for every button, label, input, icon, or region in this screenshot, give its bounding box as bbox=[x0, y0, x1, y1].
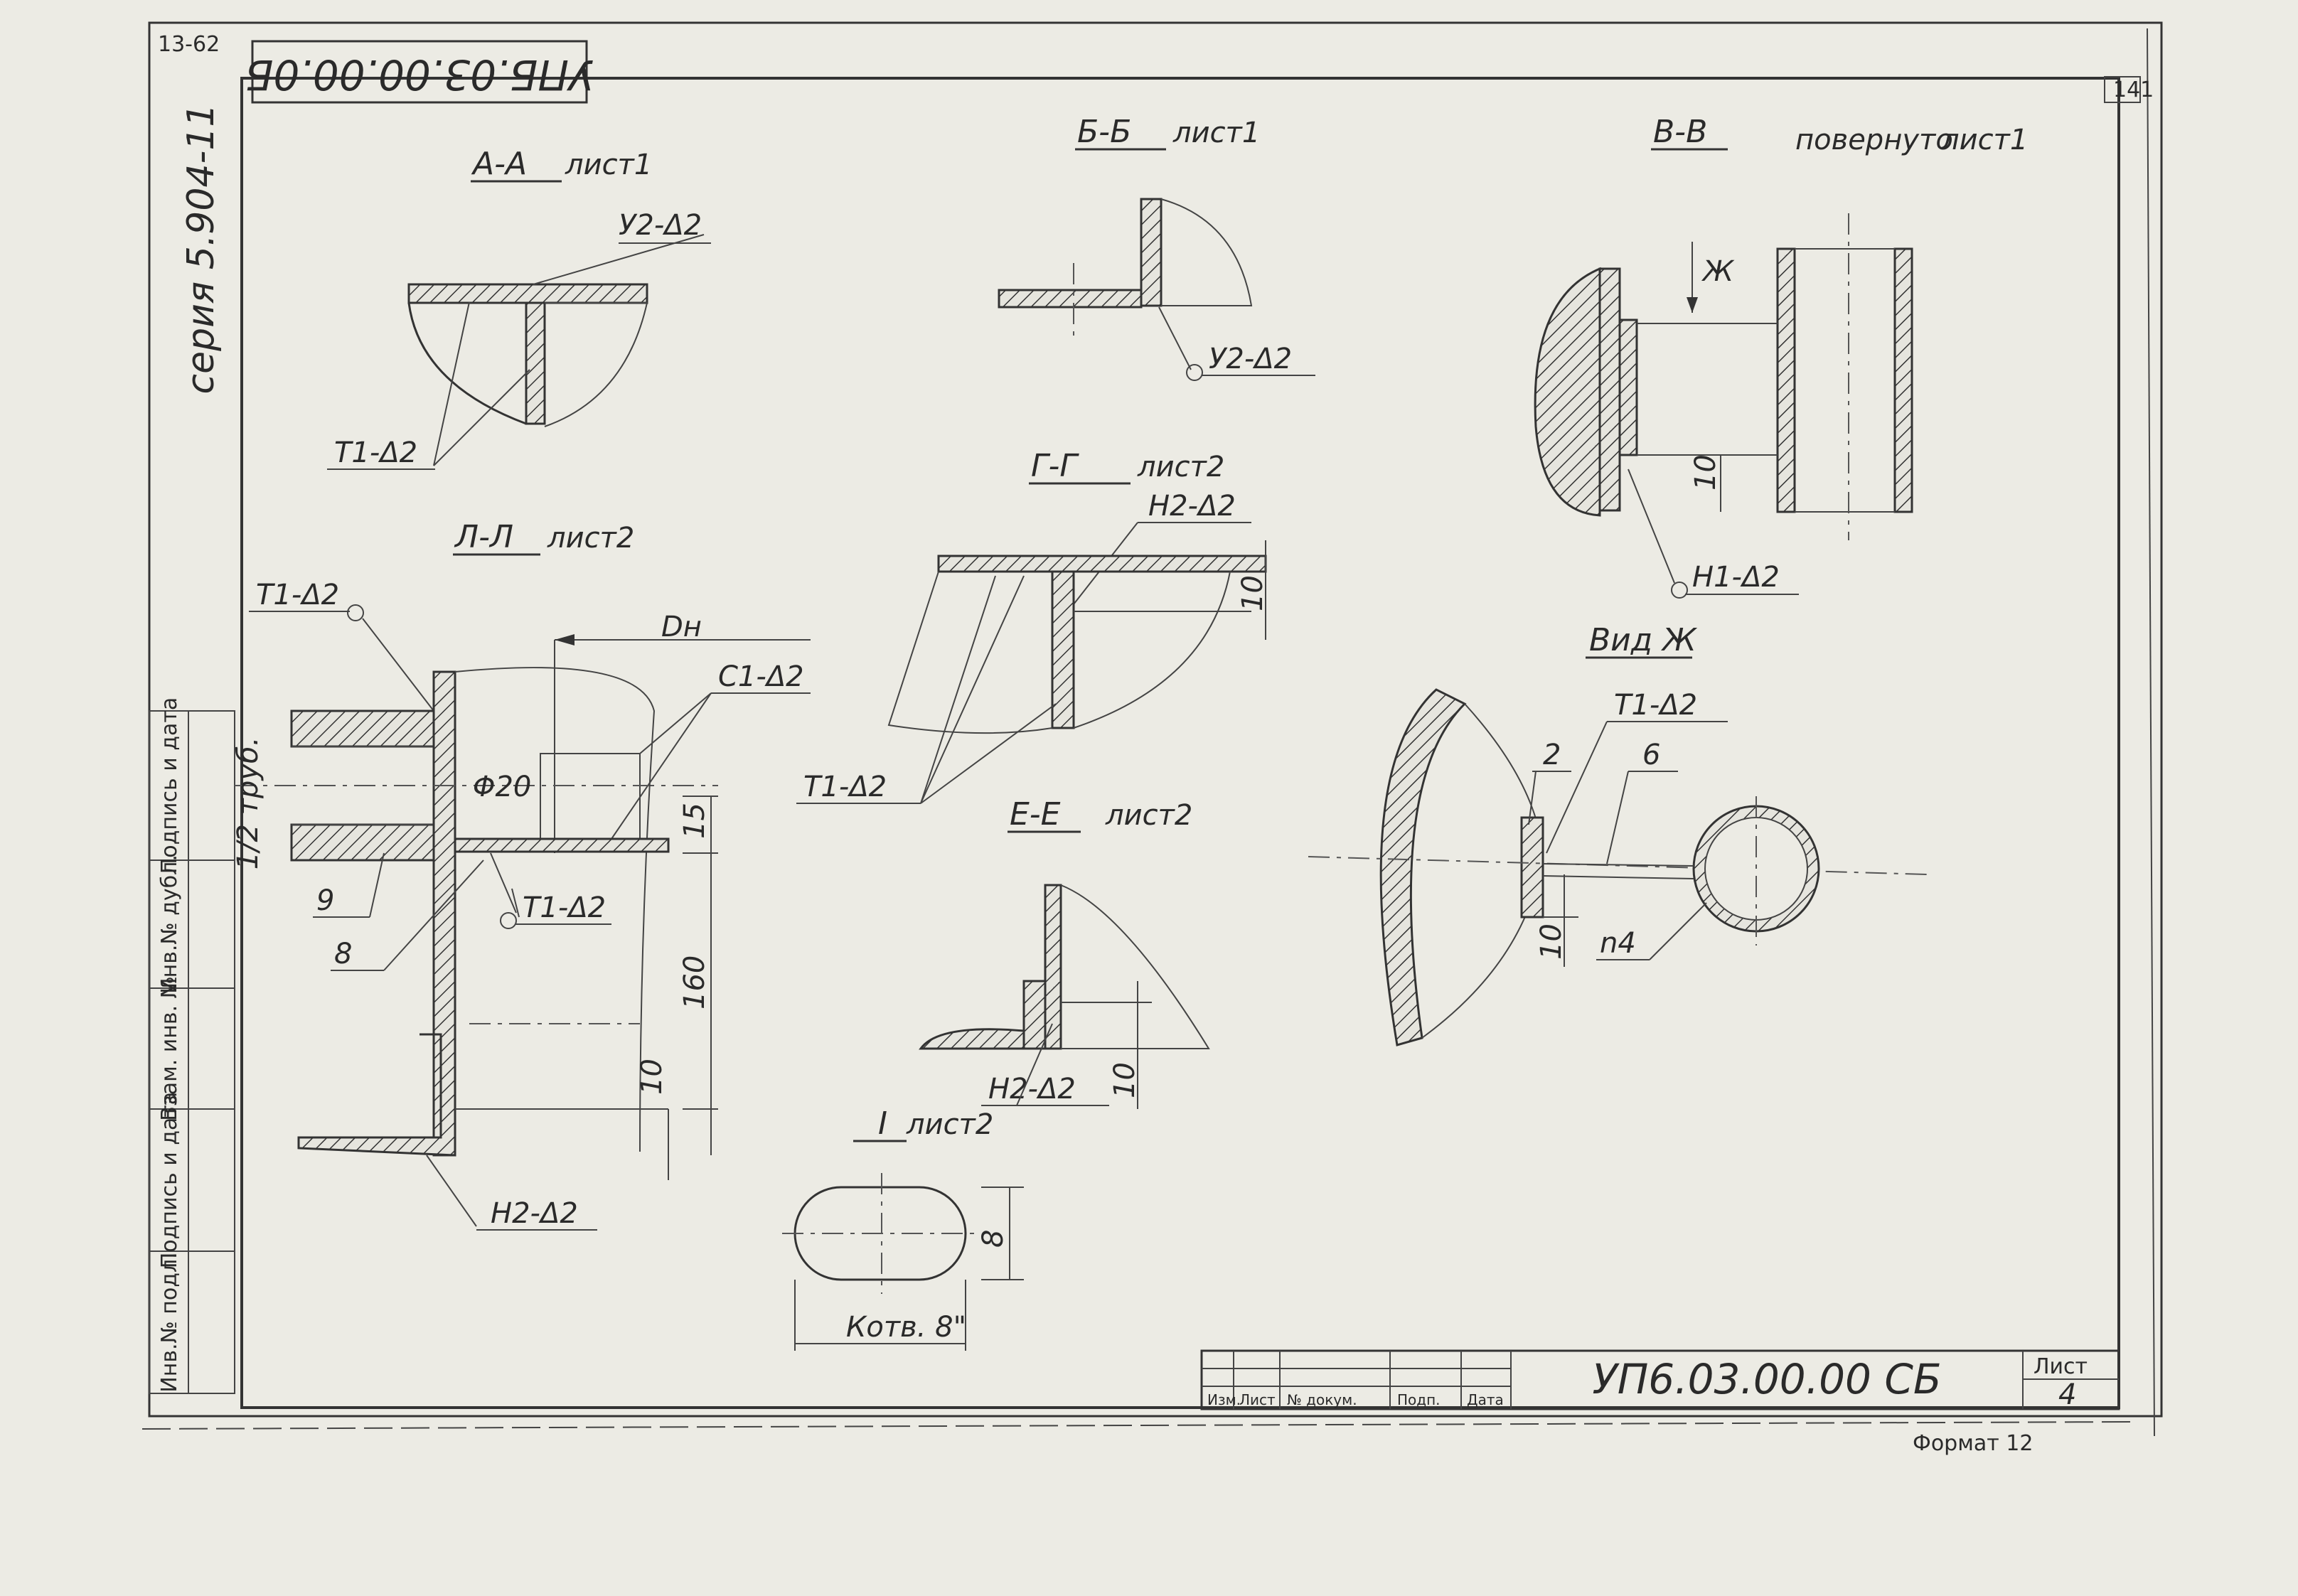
section-title: Вид Ж bbox=[1589, 622, 1697, 658]
dimension-10: 10 bbox=[1689, 454, 1722, 491]
section-a-a: А-А лист1 У2-Δ2 Т1-Δ2 bbox=[327, 146, 711, 470]
section-sheet: лист2 bbox=[1137, 451, 1224, 483]
format-label: Формат 12 bbox=[1913, 1431, 2033, 1456]
weld-bottom-label: Т1-Δ2 bbox=[803, 771, 887, 803]
section-title: Е-Е bbox=[1010, 796, 1061, 832]
inner-frame bbox=[240, 77, 2120, 1409]
weld-label: Н2-Δ2 bbox=[988, 1073, 1076, 1105]
side-cell-0: Подпись и дата bbox=[157, 697, 182, 874]
weld-label: У2-Δ2 bbox=[1209, 343, 1292, 375]
tb-cell-0: Изм. bbox=[1207, 1391, 1241, 1408]
item-6-label: 6 bbox=[1642, 739, 1660, 771]
weld-tl-label: Т1-Δ2 bbox=[256, 579, 339, 611]
section-sheet: лист1 bbox=[1940, 124, 2028, 156]
item-8-label: 8 bbox=[334, 938, 352, 970]
weld-mid-label: Т1-Δ2 bbox=[523, 891, 606, 924]
dim-160: 160 bbox=[678, 955, 711, 1009]
rotated-code-box bbox=[251, 40, 588, 104]
dimension-10: 10 bbox=[1535, 923, 1568, 960]
side-signature-table: Подпись и дата Инв.№ дубл. Взам. инв. № … bbox=[149, 697, 235, 1394]
dimension-10: 10 bbox=[1108, 1062, 1141, 1098]
tb-cell-1: Лист bbox=[1239, 1391, 1276, 1408]
tb-cell-4: Дата bbox=[1467, 1391, 1504, 1408]
rotated-drawing-code: УПБ.03.00.00.0Б bbox=[245, 50, 594, 99]
weld-bottom-label: Н2-Δ2 bbox=[491, 1197, 578, 1230]
section-g-g: Г-Г лист2 Н2-Δ2 10 Т1-Δ2 bbox=[796, 448, 1269, 804]
series-label: серия 5.904-11 bbox=[180, 104, 223, 395]
detail-i: I лист2 8 Котв. 8" bbox=[782, 1105, 1024, 1351]
tb-cell-3: Подп. bbox=[1397, 1391, 1441, 1408]
section-b-b: Б-Б лист1 У2-Δ2 bbox=[998, 114, 1315, 381]
section-v-v: В-В повернуто лист1 Ж 10 Н1-Δ2 bbox=[1534, 114, 2028, 599]
rotated-label: повернуто bbox=[1795, 124, 1953, 156]
item-2-label: 2 bbox=[1543, 739, 1561, 771]
section-title: В-В bbox=[1653, 114, 1707, 150]
section-e-e: Е-Е лист2 10 Н2-Δ2 bbox=[919, 796, 1210, 1109]
n4-label: n4 bbox=[1600, 927, 1636, 960]
side-cell-4: Инв.№ подл. bbox=[157, 1252, 182, 1392]
section-title: Б-Б bbox=[1077, 114, 1131, 150]
dim-10: 10 bbox=[636, 1059, 668, 1095]
section-title: I bbox=[878, 1105, 887, 1142]
side-cell-1: Инв.№ дубл. bbox=[157, 855, 182, 994]
sheet-number: 4 bbox=[2058, 1378, 2076, 1411]
section-sheet: лист1 bbox=[1172, 117, 1260, 149]
dim-15: 15 bbox=[678, 803, 711, 839]
dim-height: 8 bbox=[977, 1230, 1010, 1248]
view-zh: Вид Ж Т1-Δ2 2 6 10 n4 bbox=[1308, 622, 1928, 1046]
section-l-l: Л-Л лист2 Т1-Δ2 Dн С1-Δ2 Φ20 1/2 труб. Т… bbox=[232, 519, 811, 1231]
phi-label: Φ20 bbox=[473, 771, 531, 803]
weld-bottom-label: Т1-Δ2 bbox=[334, 437, 417, 469]
section-sheet: лист2 bbox=[906, 1108, 993, 1141]
weld-top-label: У2-Δ2 bbox=[619, 209, 702, 242]
section-title: Л-Л bbox=[454, 519, 513, 555]
dim-width: Котв. 8" bbox=[846, 1311, 966, 1344]
section-sheet: лист1 bbox=[565, 149, 652, 181]
weld-c1-label: С1-Δ2 bbox=[718, 660, 804, 693]
weld-label: Т1-Δ2 bbox=[1614, 689, 1697, 722]
weld-top-label: Н2-Δ2 bbox=[1148, 490, 1236, 523]
section-sheet: лист2 bbox=[547, 522, 634, 555]
tb-cell-2: № докум. bbox=[1287, 1391, 1357, 1408]
sheet-label: Лист bbox=[2034, 1354, 2088, 1379]
section-sheet: лист2 bbox=[1105, 799, 1192, 832]
dimension-10: 10 bbox=[1236, 575, 1269, 611]
title-block: Изм. Лист № докум. Подп. Дата УП6.03.00.… bbox=[1200, 1349, 2120, 1456]
pipe-label: 1/2 труб. bbox=[232, 737, 264, 870]
side-cell-3: Подпись и дата bbox=[157, 1092, 182, 1269]
section-title: Г-Г bbox=[1031, 448, 1079, 484]
top-small-code: 13-62 bbox=[158, 32, 220, 57]
weld-label: Н1-Δ2 bbox=[1692, 561, 1780, 594]
side-cell-2: Взам. инв. № bbox=[157, 976, 182, 1121]
item-9-label: 9 bbox=[316, 884, 334, 917]
corner-number: 141 bbox=[2113, 77, 2154, 102]
arrow-label: Ж bbox=[1701, 255, 1735, 288]
drawing-code: УП6.03.00.00 СБ bbox=[1592, 1355, 1941, 1403]
diameter-label: Dн bbox=[661, 611, 702, 643]
section-title: А-А bbox=[471, 146, 527, 182]
